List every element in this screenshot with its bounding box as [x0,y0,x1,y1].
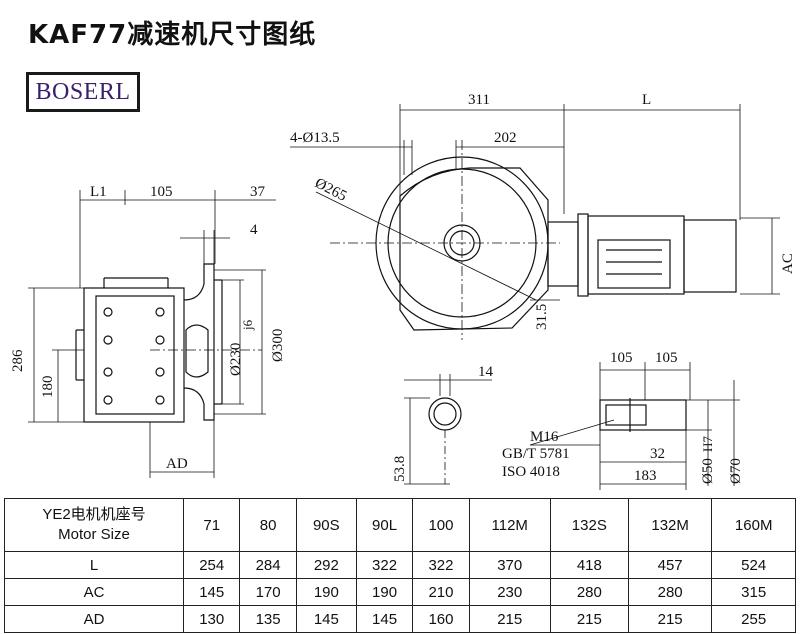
label-dia-265: Ø265 [312,175,349,204]
row-label: AC [4,578,184,606]
label-tol-h7: H7 [700,436,715,452]
header-label-cn: YE2电机机座号 [42,506,146,523]
value-cell: 322 [412,551,470,579]
label-105: 105 [150,184,173,200]
value-cell: 284 [239,551,297,579]
size-cell: 112M [468,498,551,552]
label-dia-50: Ø50 [700,458,716,484]
side-view [290,104,780,340]
value-cell: 210 [412,578,470,606]
label-53-8: 53.8 [392,456,408,482]
label-standard-gb: GB/T 5781 [502,446,570,462]
label-L1: L1 [90,184,107,200]
technical-drawing: L1 105 37 4 286 180 Ø230 j6 Ø300 AD 311 … [10,92,796,490]
size-cell: 160M [711,498,796,552]
table-row: L 254 284 292 322 322 370 418 457 524 [4,551,796,579]
value-cell: 370 [468,551,551,579]
value-cell: 280 [549,578,629,606]
size-cell: 100 [412,498,470,552]
label-31-5: 31.5 [534,304,550,330]
label-202: 202 [494,130,517,146]
table-row: AD 130 135 145 145 160 215 215 215 255 [4,605,796,633]
value-cell: 160 [412,605,470,633]
hollow-shaft-detail [529,362,740,490]
size-cell: 80 [239,498,297,552]
value-cell: 457 [627,551,713,579]
label-AD: AD [166,456,188,472]
table-header-label: YE2电机机座号 Motor Size [4,498,184,552]
value-cell: 280 [627,578,713,606]
label-tol-j6: j6 [240,319,255,331]
size-cell: 90L [355,498,414,552]
value-cell: 145 [182,578,241,606]
size-cell: 132M [627,498,713,552]
value-cell: 215 [549,605,629,633]
value-cell: 255 [711,605,796,633]
label-105-b: 105 [655,350,678,366]
label-14: 14 [478,364,494,380]
brand-logo: BOSERL [26,72,140,112]
label-311: 311 [468,92,490,108]
value-cell: 170 [239,578,297,606]
label-4: 4 [250,222,258,238]
label-dia-230: Ø230 [228,343,244,376]
label-183: 183 [634,468,657,484]
value-cell: 254 [182,551,241,579]
value-cell: 130 [182,605,241,633]
label-180: 180 [40,376,56,399]
value-cell: 418 [549,551,629,579]
label-286: 286 [10,349,26,372]
table-header-row: YE2电机机座号 Motor Size 71 80 90S 90L 100 11… [4,498,796,552]
value-cell: 135 [239,605,297,633]
value-cell: 292 [295,551,357,579]
label-105-a: 105 [610,350,633,366]
label-dia-300: Ø300 [270,329,286,362]
header-label-en: Motor Size [58,526,130,543]
row-label: AD [4,605,184,633]
label-L: L [642,92,651,108]
page-title: KAF77减速机尺寸图纸 [28,20,317,50]
value-cell: 145 [295,605,357,633]
value-cell: 190 [355,578,414,606]
label-AC: AC [780,253,796,274]
table-row: AC 145 170 190 190 210 230 280 280 315 [4,578,796,606]
size-cell: 71 [182,498,241,552]
label-37: 37 [250,184,266,200]
row-label: L [4,551,184,579]
value-cell: 315 [711,578,796,606]
size-cell: 132S [549,498,629,552]
label-standard-iso: ISO 4018 [502,464,560,480]
value-cell: 145 [355,605,414,633]
size-cell: 90S [295,498,357,552]
label-dia-70: Ø70 [728,458,744,484]
motor-size-table: YE2电机机座号 Motor Size 71 80 90S 90L 100 11… [4,498,796,633]
value-cell: 322 [355,551,414,579]
value-cell: 215 [627,605,713,633]
shaft-section [404,374,492,485]
value-cell: 524 [711,551,796,579]
value-cell: 190 [295,578,357,606]
value-cell: 230 [468,578,551,606]
label-thread: M16 [530,429,559,445]
front-view [28,190,276,478]
value-cell: 215 [468,605,551,633]
label-32: 32 [650,446,665,462]
label-bolt-holes: 4-Ø13.5 [290,130,340,146]
